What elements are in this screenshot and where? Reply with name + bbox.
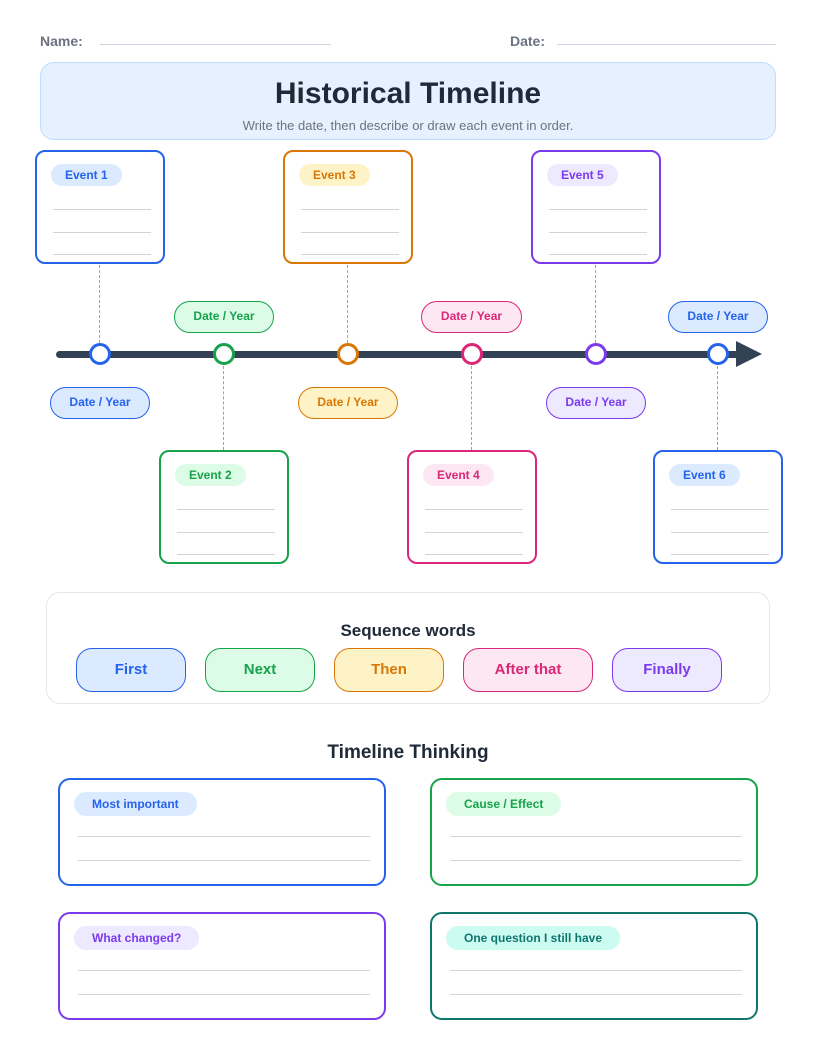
writing-line xyxy=(177,532,275,533)
connector-line xyxy=(471,366,472,450)
event-tag: Event 5 xyxy=(547,164,618,186)
writing-line xyxy=(301,254,399,255)
thinking-tag: What changed? xyxy=(74,926,200,950)
writing-line xyxy=(425,554,523,555)
event-box-3[interactable]: Event 3 xyxy=(283,150,413,264)
thinking-tag: One question I still have xyxy=(446,926,621,950)
connector-line xyxy=(717,366,718,450)
arrow-right-icon xyxy=(736,341,762,367)
connector-line xyxy=(223,366,224,450)
event-box-6[interactable]: Event 6 xyxy=(653,450,783,564)
sequence-word-next[interactable]: Next xyxy=(205,648,315,692)
writing-line xyxy=(671,509,769,510)
writing-line xyxy=(671,532,769,533)
writing-line xyxy=(301,209,399,210)
date-pill-3[interactable]: Date / Year xyxy=(298,387,398,419)
writing-line xyxy=(450,860,742,861)
sequence-word-first[interactable]: First xyxy=(76,648,186,692)
sequence-word-then[interactable]: Then xyxy=(334,648,444,692)
thinking-tag: Cause / Effect xyxy=(446,792,562,816)
writing-line xyxy=(549,232,647,233)
date-line[interactable] xyxy=(557,44,776,45)
page-subtitle: Write the date, then describe or draw ea… xyxy=(242,118,574,133)
date-pill-4[interactable]: Date / Year xyxy=(421,301,522,333)
event-tag: Event 2 xyxy=(175,464,246,486)
thinking-title: Timeline Thinking xyxy=(327,742,489,763)
timeline-dot-5 xyxy=(585,343,607,365)
date-label: Date: xyxy=(510,33,546,49)
writing-line xyxy=(177,509,275,510)
event-box-5[interactable]: Event 5 xyxy=(531,150,661,264)
thinking-box-most-important[interactable]: Most important xyxy=(58,778,386,886)
writing-line xyxy=(450,994,742,995)
timeline-dot-2 xyxy=(213,343,235,365)
sequence-word-after-that[interactable]: After that xyxy=(463,648,593,692)
timeline-dot-6 xyxy=(707,343,729,365)
writing-line xyxy=(78,860,370,861)
thinking-box-cause-effect[interactable]: Cause / Effect xyxy=(430,778,758,886)
writing-line xyxy=(53,209,151,210)
thinking-box-question[interactable]: One question I still have xyxy=(430,912,758,1020)
name-line[interactable] xyxy=(100,44,331,45)
event-box-2[interactable]: Event 2 xyxy=(159,450,289,564)
timeline-axis xyxy=(56,351,742,358)
writing-line xyxy=(301,232,399,233)
timeline-dot-1 xyxy=(89,343,111,365)
connector-line xyxy=(347,265,348,343)
date-pill-1[interactable]: Date / Year xyxy=(50,387,150,419)
date-pill-5[interactable]: Date / Year xyxy=(546,387,646,419)
timeline-dot-3 xyxy=(337,343,359,365)
writing-line xyxy=(78,970,370,971)
thinking-box-what-changed[interactable]: What changed? xyxy=(58,912,386,1020)
event-tag: Event 4 xyxy=(423,464,494,486)
date-pill-6[interactable]: Date / Year xyxy=(668,301,768,333)
event-tag: Event 1 xyxy=(51,164,122,186)
writing-line xyxy=(53,254,151,255)
connector-line xyxy=(595,265,596,343)
event-box-1[interactable]: Event 1 xyxy=(35,150,165,264)
title-banner: Historical Timeline Write the date, then… xyxy=(40,62,776,140)
writing-line xyxy=(53,232,151,233)
writing-line xyxy=(78,836,370,837)
sequence-title: Sequence words xyxy=(340,621,476,640)
timeline-dot-4 xyxy=(461,343,483,365)
sequence-word-finally[interactable]: Finally xyxy=(612,648,722,692)
date-pill-2[interactable]: Date / Year xyxy=(174,301,274,333)
writing-line xyxy=(78,994,370,995)
connector-line xyxy=(99,265,100,343)
writing-line xyxy=(671,554,769,555)
writing-line xyxy=(425,509,523,510)
writing-line xyxy=(450,836,742,837)
event-box-4[interactable]: Event 4 xyxy=(407,450,537,564)
writing-line xyxy=(177,554,275,555)
writing-line xyxy=(549,209,647,210)
writing-line xyxy=(450,970,742,971)
writing-line xyxy=(549,254,647,255)
thinking-tag: Most important xyxy=(74,792,197,816)
event-tag: Event 6 xyxy=(669,464,740,486)
writing-line xyxy=(425,532,523,533)
page-title: Historical Timeline xyxy=(274,77,542,110)
event-tag: Event 3 xyxy=(299,164,370,186)
name-label: Name: xyxy=(40,33,83,49)
